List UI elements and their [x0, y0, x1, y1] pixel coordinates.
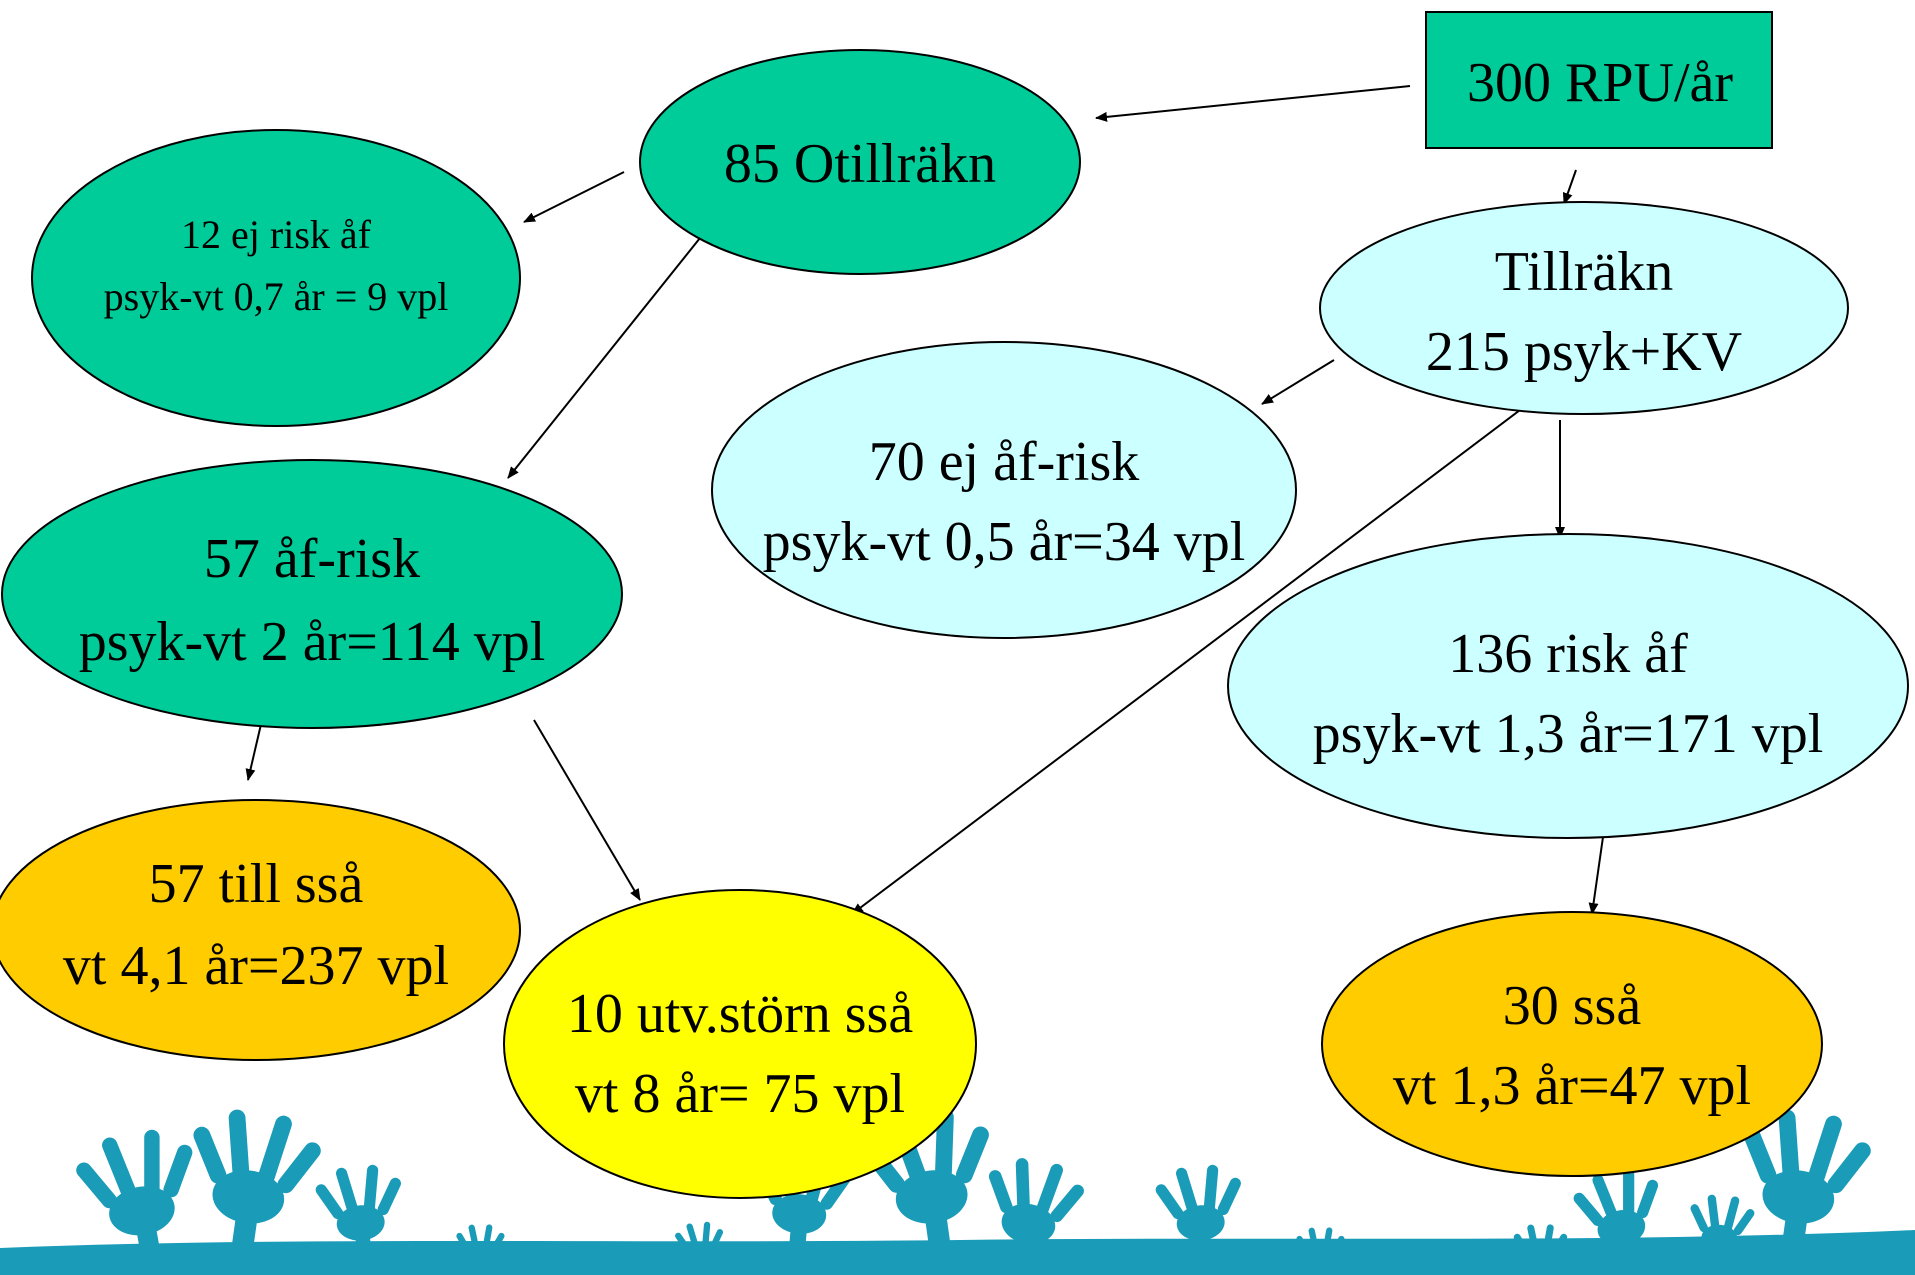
- ssa-30-line2: vt 1,3 år=47 vpl: [1393, 1055, 1751, 1117]
- arrow-rpu-to-otillrakn: [1095, 85, 1411, 122]
- node-ej-risk-12: 12 ej risk åf psyk-vt 0,7 år = 9 vpl: [31, 129, 521, 427]
- ej-risk-12-line1: 12 ej risk åf: [181, 212, 372, 257]
- af-risk-57-line1: 57 åf-risk: [204, 528, 420, 590]
- till-ssa-57-line2: vt 4,1 år=237 vpl: [63, 935, 449, 997]
- node-af-risk-57: 57 åf-risk psyk-vt 2 år=114 vpl: [1, 459, 623, 729]
- otillrakn-label: 85 Otillräkn: [724, 133, 996, 195]
- node-ej-af-risk-70: 70 ej åf-risk psyk-vt 0,5 år=34 vpl: [711, 341, 1297, 639]
- node-utv-storn: 10 utv.störn sså vt 8 år= 75 vpl: [503, 889, 977, 1199]
- arrow-risk-af-to-ssa-30: [1588, 829, 1605, 915]
- risk-af-136-line1: 136 risk åf: [1448, 623, 1688, 685]
- node-ssa-30: 30 sså vt 1,3 år=47 vpl: [1321, 911, 1823, 1177]
- arrow-af-risk-to-utv-storn: [533, 719, 641, 901]
- till-ssa-57-line1: 57 till sså: [149, 853, 364, 915]
- tillrakn-line2: 215 psyk+KV: [1426, 321, 1742, 383]
- utv-storn-line1: 10 utv.störn sså: [567, 983, 914, 1045]
- node-tillrakn: Tillräkn 215 psyk+KV: [1319, 201, 1849, 415]
- node-rpu: 300 RPU/år: [1425, 11, 1773, 149]
- node-till-ssa-57: 57 till sså vt 4,1 år=237 vpl: [0, 799, 521, 1061]
- arrow-af-risk-to-till-ssa: [245, 719, 263, 781]
- tillrakn-line1: Tillräkn: [1495, 241, 1673, 303]
- arrows: [245, 85, 1605, 915]
- af-risk-57-line2: psyk-vt 2 år=114 vpl: [79, 611, 546, 673]
- ssa-30-line1: 30 sså: [1503, 975, 1642, 1037]
- ej-af-risk-70-line2: psyk-vt 0,5 år=34 vpl: [763, 511, 1246, 573]
- ej-af-risk-70-line1: 70 ej åf-risk: [869, 431, 1140, 493]
- risk-af-136-line2: psyk-vt 1,3 år=171 vpl: [1313, 703, 1824, 765]
- arrow-otillrakn-to-af-risk: [507, 237, 701, 479]
- hands-decoration-icon: [0, 1101, 1915, 1275]
- arrow-tillrakn-to-utv-storn: [851, 403, 1529, 915]
- arrow-rpu-to-tillrakn: [1562, 169, 1577, 205]
- utv-storn-line2: vt 8 år= 75 vpl: [575, 1063, 905, 1125]
- rpu-label: 300 RPU/år: [1467, 52, 1733, 114]
- arrow-tillrakn-to-ej-af-risk: [1261, 359, 1335, 405]
- hand-icon: [174, 1101, 329, 1266]
- node-risk-af-136: 136 risk åf psyk-vt 1,3 år=171 vpl: [1227, 533, 1909, 839]
- ej-risk-12-line2: psyk-vt 0,7 år = 9 vpl: [104, 274, 449, 319]
- node-otillrakn: 85 Otillräkn: [639, 49, 1081, 275]
- arrow-otillrakn-to-ej-risk: [523, 171, 625, 223]
